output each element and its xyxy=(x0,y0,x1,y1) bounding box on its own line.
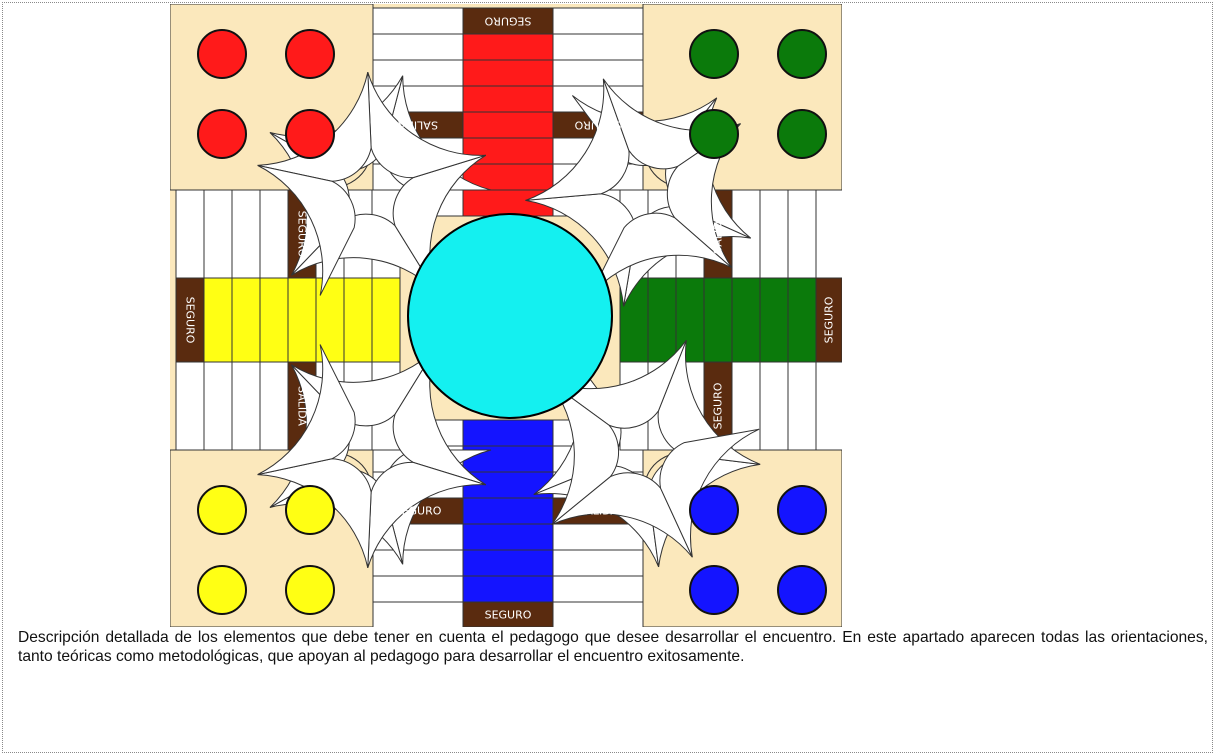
blue-piece xyxy=(690,566,738,614)
right-home-cell xyxy=(704,278,732,362)
right-cell-lower xyxy=(760,362,788,450)
salida-label-top: SALIDA xyxy=(398,119,438,132)
blue-piece xyxy=(778,486,826,534)
left-home-cell xyxy=(372,278,400,362)
left-cell-upper xyxy=(260,190,288,278)
green-piece xyxy=(690,110,738,158)
bottom-home-cell xyxy=(463,420,553,446)
green-piece xyxy=(690,30,738,78)
yellow-piece xyxy=(198,566,246,614)
top-home-cell xyxy=(463,86,553,112)
right-home-cell xyxy=(732,278,760,362)
left-cell-lower xyxy=(232,362,260,450)
yellow-piece xyxy=(286,566,334,614)
left-home-cell xyxy=(344,278,372,362)
parchis-board: SEGURO SALIDA SEGURO SEGURO SEGURO SALIDA SALI… xyxy=(170,4,842,627)
seguro-label-left-end: SEGURO xyxy=(184,297,197,344)
center-circle xyxy=(408,214,612,418)
red-piece xyxy=(198,30,246,78)
top-home-cell xyxy=(463,34,553,60)
green-piece xyxy=(778,30,826,78)
left-cell-upper xyxy=(204,190,232,278)
bottom-cell-left xyxy=(373,576,463,602)
left-home-cell xyxy=(232,278,260,362)
left-cell-upper xyxy=(176,190,204,278)
bottom-cell-right xyxy=(553,524,643,550)
blue-piece xyxy=(690,486,738,534)
red-piece xyxy=(286,30,334,78)
right-home-cell xyxy=(788,278,816,362)
right-cell-upper xyxy=(788,190,816,278)
left-home-cell xyxy=(204,278,232,362)
blue-piece xyxy=(778,566,826,614)
right-home-cell xyxy=(648,278,676,362)
top-cell-right xyxy=(553,60,643,86)
seguro-label-top-right: SEGURO xyxy=(574,119,621,132)
top-cell-right xyxy=(553,8,643,34)
top-cell-left xyxy=(373,34,463,60)
right-cell-lower xyxy=(788,362,816,450)
seguro-label-top-end: SEGURO xyxy=(484,15,531,28)
left-home-cell xyxy=(260,278,288,362)
bottom-cell-left xyxy=(373,602,463,627)
seguro-label-left-upper: SEGURO xyxy=(296,211,309,258)
top-cell-left xyxy=(373,60,463,86)
left-home-cell xyxy=(316,278,344,362)
bottom-home-cell xyxy=(463,576,553,602)
right-home-cell xyxy=(760,278,788,362)
left-cell-upper xyxy=(232,190,260,278)
bottom-cell-right xyxy=(553,576,643,602)
top-home-cell xyxy=(463,60,553,86)
red-piece xyxy=(198,110,246,158)
seguro-label-right-lower: SEGURO xyxy=(712,382,725,429)
left-cell-lower xyxy=(260,362,288,450)
bottom-home-cell xyxy=(463,550,553,576)
salida-label-bottom: SALIDA xyxy=(578,505,618,518)
left-home-cell xyxy=(288,278,316,362)
red-piece xyxy=(286,110,334,158)
bottom-cell-left xyxy=(373,550,463,576)
yellow-piece xyxy=(198,486,246,534)
right-cell-upper xyxy=(760,190,788,278)
top-home-cell xyxy=(463,112,553,138)
seguro-label-bottom-left: SEGURO xyxy=(395,505,442,518)
yellow-piece xyxy=(286,486,334,534)
bottom-cell-right xyxy=(553,550,643,576)
left-cell-lower xyxy=(176,362,204,450)
seguro-label-right-end: SEGURO xyxy=(823,296,836,343)
top-cell-left xyxy=(373,8,463,34)
right-cell-upper xyxy=(816,190,842,278)
salida-label-right: SALIDA xyxy=(712,214,725,254)
seguro-label-bottom-end: SEGURO xyxy=(485,609,532,622)
bottom-cell-right xyxy=(553,602,643,627)
bottom-home-cell xyxy=(463,524,553,550)
right-cell-lower xyxy=(816,362,842,450)
left-cell-lower xyxy=(204,362,232,450)
salida-label-left: SALIDA xyxy=(296,386,309,426)
bottom-home-cell xyxy=(463,498,553,524)
green-piece xyxy=(778,110,826,158)
top-cell-right xyxy=(553,34,643,60)
description-text: Descripción detallada de los elementos q… xyxy=(18,628,1208,666)
